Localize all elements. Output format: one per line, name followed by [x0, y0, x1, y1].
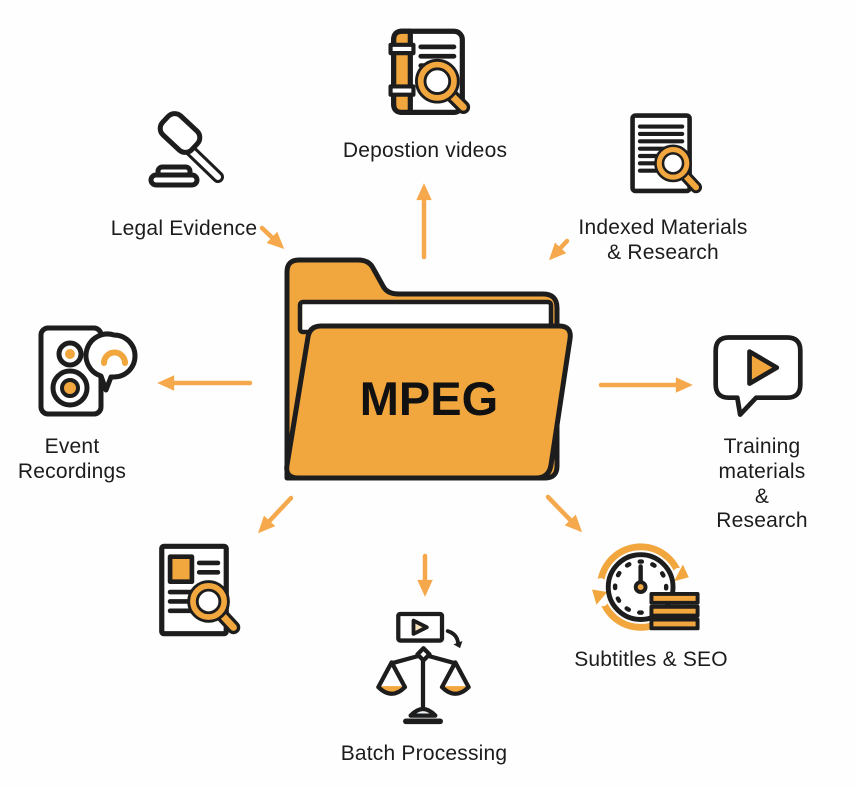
book-magnifier-icon [388, 28, 471, 115]
label-subtitles-seo: Subtitles & SEO [574, 648, 728, 671]
label-indexed-materials-research: Indexed Materials & Research [578, 216, 748, 264]
gavel-icon [148, 111, 224, 188]
label-depostion-videos: Depostion videos [342, 139, 508, 162]
document-magnifier-icon [630, 113, 703, 194]
arrow-bottom-left [257, 495, 294, 534]
center-label: MPEG [360, 372, 498, 425]
label-batch-processing: Batch Processing [340, 742, 508, 765]
scales-video-icon [376, 611, 471, 725]
label-training-materials-research: Training materials & Research [716, 435, 808, 533]
label-event-recordings: Event Recordings [17, 435, 127, 483]
chat-play-icon [713, 335, 803, 417]
report-magnifier-icon [159, 543, 241, 637]
folder-icon: MPEG [284, 257, 573, 481]
arrow-top-left [259, 225, 285, 250]
arrow-bottom-right [545, 494, 583, 533]
speaker-chat-icon [38, 325, 138, 417]
clock-subtitles-icon [592, 543, 700, 631]
arrow-top-right [549, 238, 570, 261]
label-legal-evidence: Legal Evidence [110, 217, 258, 240]
